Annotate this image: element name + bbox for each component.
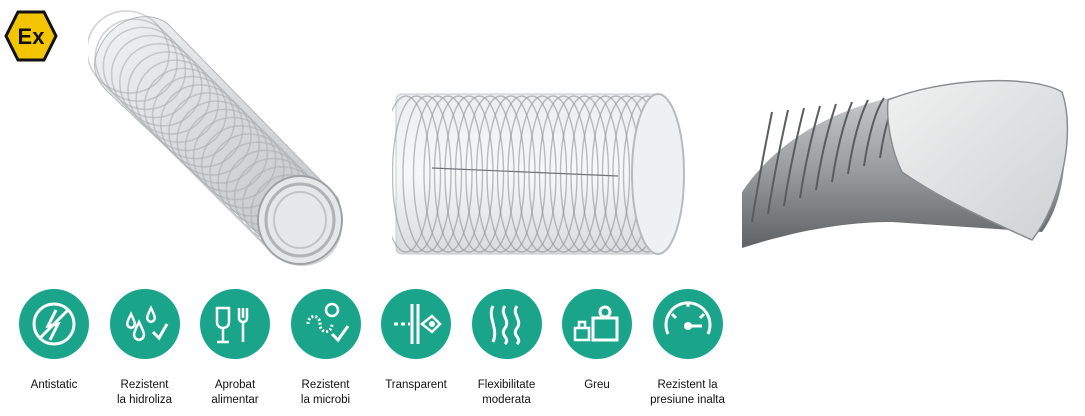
feature-pressure-gauge: Rezistent la presiune inalta — [642, 288, 734, 408]
pressure-gauge-icon — [652, 289, 723, 359]
antistatic-icon — [19, 289, 89, 359]
feature-label: Rezistent la hidroliza — [117, 379, 172, 406]
ex-atex-logo: Ex — [4, 10, 58, 62]
ex-logo-text: Ex — [18, 24, 46, 49]
feature-label: Antistatic — [30, 379, 78, 391]
feature-hydrolysis-resistant: Rezistent la hidroliza — [99, 288, 191, 408]
microbe-resistant-icon — [290, 289, 361, 359]
transparent-icon — [381, 289, 451, 359]
transparent-spiral-hose — [88, 10, 343, 266]
feature-microbe-resistant: Rezistent la microbi — [280, 288, 372, 408]
grey-corrugated-hose — [742, 79, 1069, 248]
food-approved-icon — [200, 289, 270, 359]
feature-icons-row: Antistatic Rezistent la hidroliza Aprobat … — [0, 288, 740, 416]
flexibility-icon — [471, 289, 542, 359]
weight-icon — [562, 289, 632, 359]
feature-weight: Greu — [551, 288, 643, 393]
feature-flexibility: Flexibilitate moderata — [461, 288, 553, 408]
feature-food-approved: Aprobat alimentar — [189, 288, 281, 408]
feature-label: Greu — [584, 379, 610, 391]
feature-label: Rezistent la presiune inalta — [650, 379, 725, 406]
feature-label: Flexibilitate moderata — [477, 379, 536, 406]
feature-transparent: Transparent — [370, 288, 462, 393]
feature-label: Aprobat alimentar — [211, 379, 259, 406]
feature-label: Transparent — [385, 379, 447, 391]
feature-antistatic: Antistatic — [8, 288, 100, 393]
hydrolysis-resistant-icon — [109, 289, 180, 359]
transparent-hose-section — [392, 93, 685, 255]
feature-label: Rezistent la microbi — [300, 379, 351, 406]
